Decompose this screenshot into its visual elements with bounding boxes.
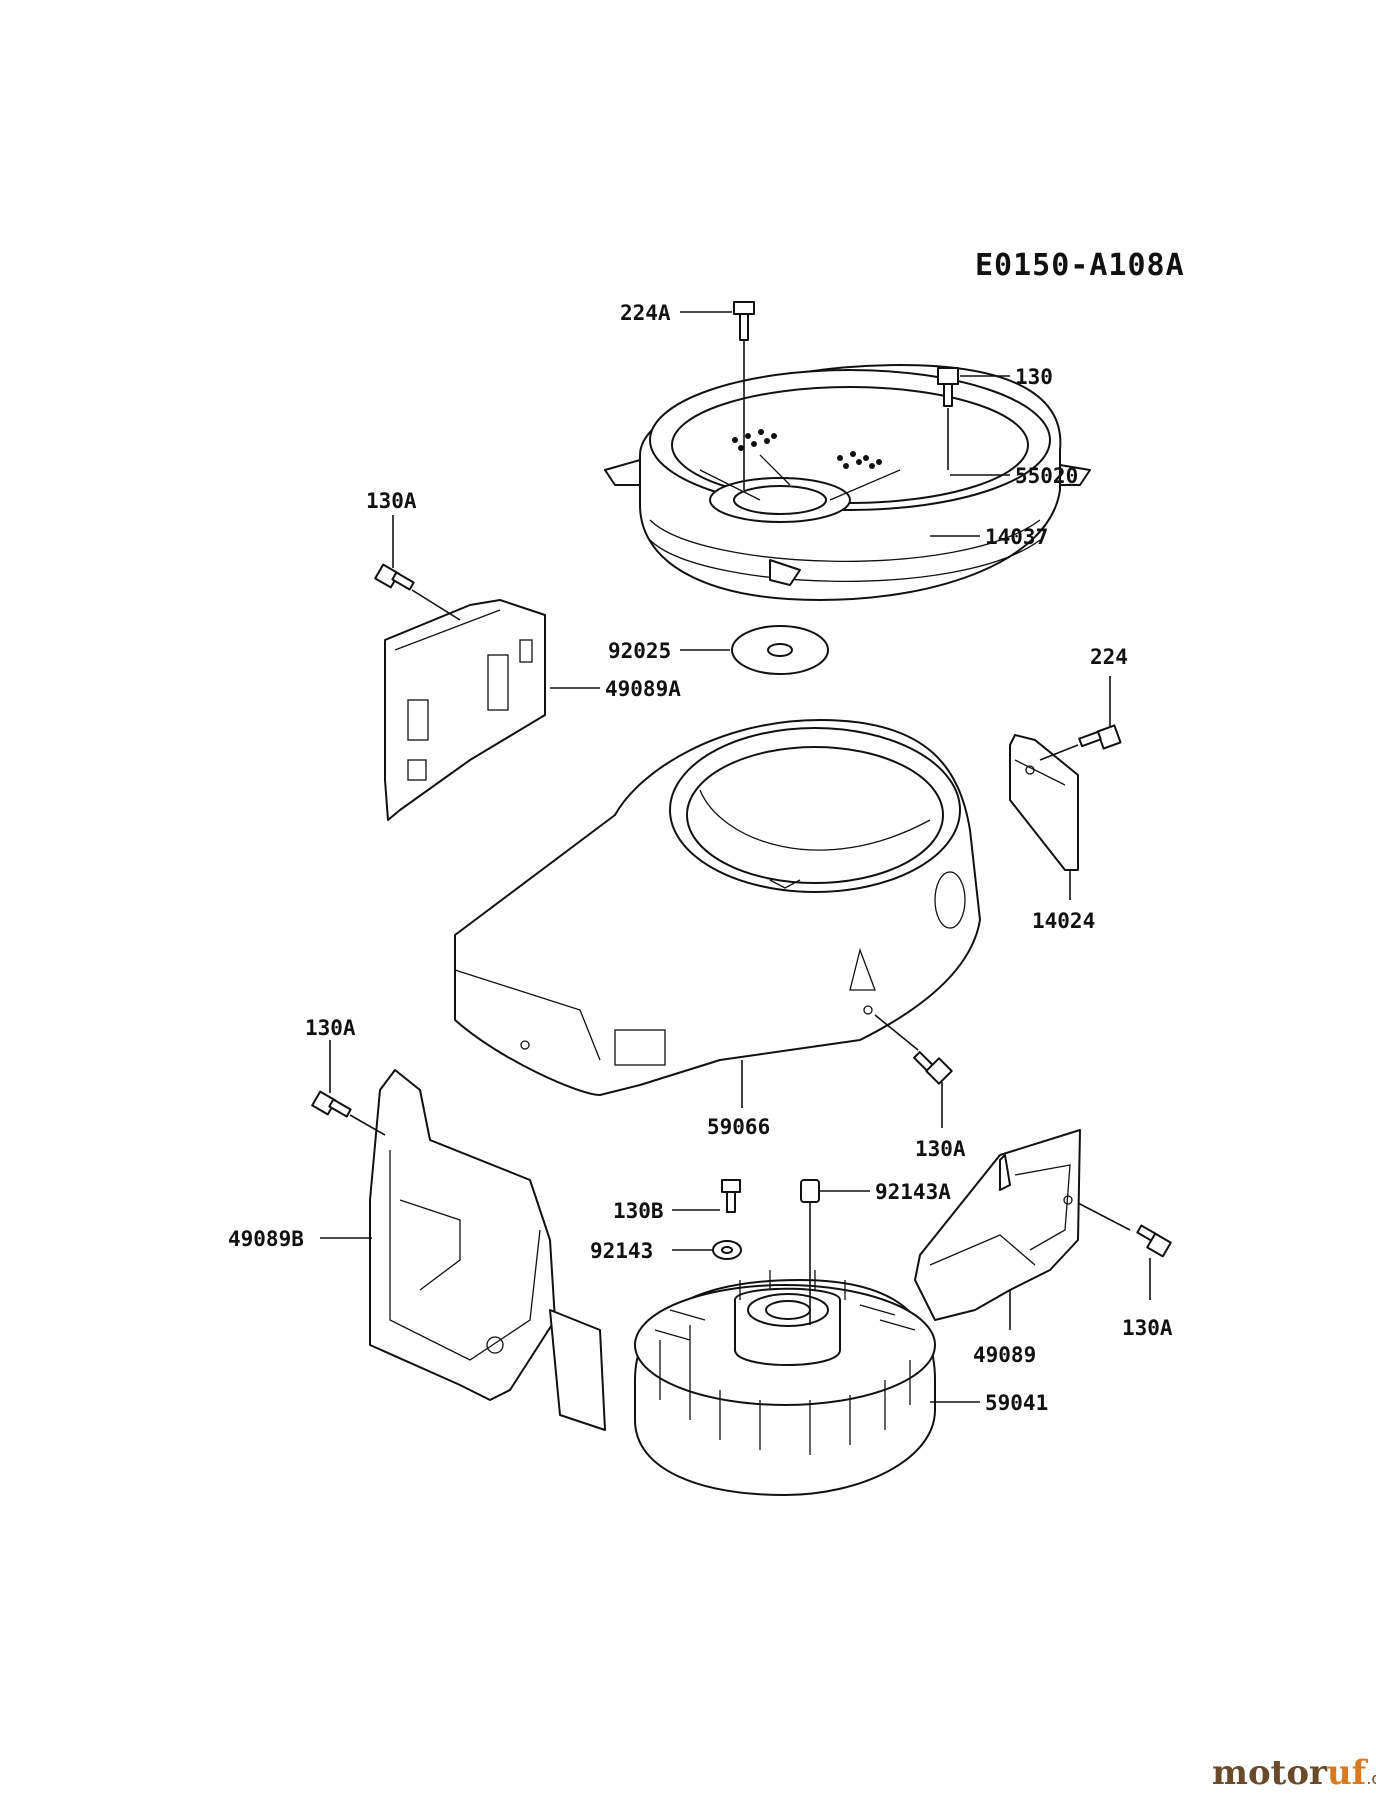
bracket-49089A [384,599,546,821]
label-130: 130 [1015,365,1053,389]
watermark-part2: uf [1327,1753,1369,1793]
bracket-14024 [1009,734,1079,871]
label-92143A: 92143A [875,1180,951,1204]
bolt-130A-top [374,563,415,591]
label-92143: 92143 [590,1239,653,1263]
label-49089: 49089 [973,1343,1036,1367]
svg-text:motoruf.de: motoruf.de [1212,1753,1376,1793]
label-130A-mid: 130A [915,1137,966,1161]
label-14037: 14037 [985,525,1048,549]
label-49089A: 49089A [605,677,681,701]
watermark-logo: motoruf.de [1212,1753,1376,1793]
label-59041: 59041 [985,1391,1048,1415]
label-130B: 130B [613,1199,664,1223]
label-130A-top: 130A [366,489,417,513]
washer-92143 [712,1240,742,1260]
label-55020: 55020 [1015,464,1078,488]
watermark-part1: motor [1212,1753,1328,1793]
label-14024: 14024 [1032,909,1095,933]
plate-92025 [731,625,829,675]
bolt-130A-mid [913,1051,953,1085]
screw-224A [733,301,755,341]
bracket-49089 [914,1129,1081,1321]
bolt-130A-right [1136,1224,1172,1258]
label-224A: 224A [620,301,671,325]
screw-224 [1078,724,1122,750]
bracket-49089B [369,1069,606,1431]
bolt-130A-left [311,1090,352,1118]
watermark-suffix: .de [1366,1769,1376,1788]
label-49089B: 49089B [228,1227,304,1251]
label-130A-left: 130A [305,1016,356,1040]
diagram-code: E0150-A108A [975,248,1185,283]
bolt-130B [721,1179,741,1213]
collar-92143A [800,1179,820,1203]
label-59066: 59066 [707,1115,770,1139]
label-130A-right: 130A [1122,1316,1173,1340]
flywheel-59041 [634,1270,936,1496]
label-92025: 92025 [608,639,671,663]
bolt-130 [937,367,959,407]
label-224: 224 [1090,645,1128,669]
fan-housing-59066 [454,719,981,1096]
